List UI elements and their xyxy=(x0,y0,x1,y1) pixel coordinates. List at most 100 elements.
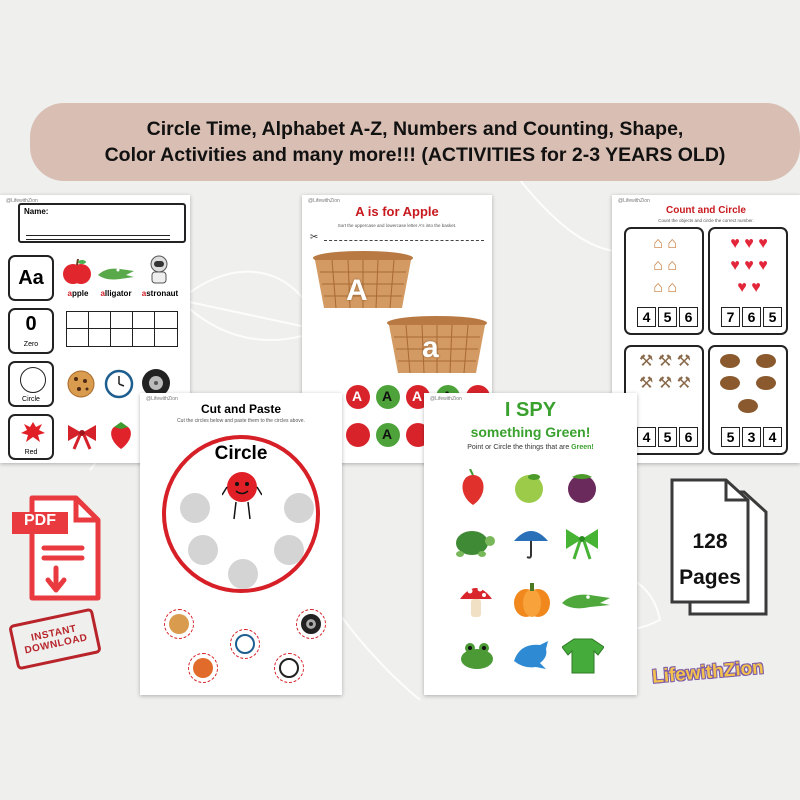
scissors-icon: ✂ xyxy=(310,232,319,243)
spy-title-line2: something Green! xyxy=(470,424,591,440)
word-alligator-rest: lligator xyxy=(104,289,132,298)
shape-title: Circle xyxy=(214,443,268,464)
strip-letter-2: A xyxy=(382,388,393,404)
number-digit: 0 xyxy=(25,313,37,335)
basketball-icon xyxy=(193,658,213,678)
cut-piece-tire[interactable] xyxy=(296,609,326,639)
name-label: Name: xyxy=(24,207,49,216)
basket-lower xyxy=(387,316,487,374)
dolphin-icon[interactable] xyxy=(510,637,552,673)
lower-letter-tile: a xyxy=(422,331,439,364)
umbrella-icon[interactable] xyxy=(512,523,550,561)
red-splash-icon xyxy=(21,422,45,442)
houses-icons: ⌂ ⌂⌂ ⌂⌂ ⌂ xyxy=(653,235,677,296)
color-word: Red xyxy=(24,449,38,456)
word-alligator: alligator xyxy=(94,289,138,298)
cut-sheet-title: Cut and Paste xyxy=(200,402,281,416)
mangosteen-icon[interactable] xyxy=(564,469,600,505)
letter-card: Aa xyxy=(8,255,54,301)
i-spy-worksheet: @LifewithZion I SPY something Green! Poi… xyxy=(424,393,637,695)
cut-piece-cookie[interactable] xyxy=(164,609,194,639)
pages-label: Pages xyxy=(679,566,741,589)
hammers-icons: ⚒ ⚒ ⚒⚒ ⚒ ⚒ xyxy=(639,353,691,392)
spy-title-line1: I SPY xyxy=(504,399,557,421)
apple-icon xyxy=(63,259,91,284)
word-alligator-first: a xyxy=(100,289,105,298)
logo-text: LifewithZion xyxy=(651,657,765,688)
cut-piece-basketball[interactable] xyxy=(188,653,218,683)
shape-card: Circle xyxy=(8,361,54,407)
hedgehog-icons xyxy=(720,354,776,413)
number-choice[interactable]: 4 xyxy=(763,427,782,447)
circle-shape xyxy=(20,367,46,393)
guava-icon[interactable] xyxy=(512,471,546,505)
number-choice[interactable]: 3 xyxy=(742,427,761,447)
cut-line xyxy=(324,240,484,241)
number-choice[interactable]: 4 xyxy=(637,427,656,447)
brand-tag: @LifewithZion xyxy=(430,396,462,402)
frog-icon[interactable] xyxy=(456,639,498,671)
paste-spot[interactable] xyxy=(228,559,258,589)
cut-sheet-instruction: Cut the circles below and paste them to … xyxy=(177,418,305,424)
paste-spot[interactable] xyxy=(274,535,304,565)
word-apple-rest: pple xyxy=(72,289,89,298)
number-choice[interactable]: 6 xyxy=(679,427,698,447)
astronaut-icon xyxy=(150,255,168,284)
pages-stack-icon xyxy=(670,478,768,616)
brand-tag: @LifewithZion xyxy=(6,198,38,204)
paste-spot[interactable] xyxy=(180,493,210,523)
apple-sheet-instruction: Sort the uppercase and lowercase letter … xyxy=(337,223,457,228)
pumpkin-icon[interactable] xyxy=(512,581,552,619)
green-shirt-icon[interactable] xyxy=(562,637,604,675)
brand-tag: @LifewithZion xyxy=(618,198,650,204)
hearts-icons: ♥ ♥ ♥♥ ♥ ♥♥ ♥ xyxy=(730,235,768,296)
apple-sheet-title: A is for Apple xyxy=(355,204,439,219)
count-sheet-title: Count and Circle xyxy=(665,205,746,216)
paste-spot[interactable] xyxy=(284,493,314,523)
number-card: 0 Zero xyxy=(8,308,54,354)
circle-mascot-icon xyxy=(222,472,262,520)
color-card: Red xyxy=(8,414,54,460)
paste-spot[interactable] xyxy=(188,535,218,565)
crocodile-icon[interactable] xyxy=(560,589,612,613)
basket-upper xyxy=(313,251,413,309)
count-sheet-instruction: Count the objects and circle the correct… xyxy=(658,218,754,223)
mushroom-icon[interactable] xyxy=(458,581,494,619)
number-choice[interactable]: 6 xyxy=(742,307,761,327)
pdf-label: PDF xyxy=(24,512,56,529)
ten-frame xyxy=(66,311,178,347)
banner-line-2: Color Activities and many more!!! (ACTIV… xyxy=(104,144,726,166)
name-line xyxy=(26,235,170,236)
strawberry-icon xyxy=(111,422,131,449)
word-astronaut: astronaut xyxy=(138,289,182,298)
tire-icon xyxy=(301,614,321,634)
number-choice[interactable]: 7 xyxy=(721,307,740,327)
letter-card-text: Aa xyxy=(18,266,44,289)
word-apple: apple xyxy=(60,289,96,298)
clock-icon xyxy=(235,634,255,654)
upper-letter-tile: A xyxy=(346,274,368,307)
cut-piece-clock[interactable] xyxy=(230,629,260,659)
strip-letter-5: A xyxy=(382,426,393,442)
number-choice[interactable]: 6 xyxy=(679,307,698,327)
name-box: Name: xyxy=(18,203,186,243)
number-choice[interactable]: 4 xyxy=(637,307,656,327)
strip-letter-3: A xyxy=(412,388,423,404)
number-choice[interactable]: 5 xyxy=(658,307,677,327)
clock-icon xyxy=(104,369,134,399)
cut-piece-soccer[interactable] xyxy=(274,653,304,683)
green-bow-icon[interactable] xyxy=(562,525,602,561)
number-choice[interactable]: 5 xyxy=(721,427,740,447)
number-choice[interactable]: 5 xyxy=(658,427,677,447)
red-fruit-icon[interactable] xyxy=(456,469,490,507)
turtle-icon[interactable] xyxy=(450,527,496,559)
word-astronaut-first: a xyxy=(141,289,147,298)
number-choice[interactable]: 5 xyxy=(763,307,782,327)
number-word: Zero xyxy=(23,341,39,348)
